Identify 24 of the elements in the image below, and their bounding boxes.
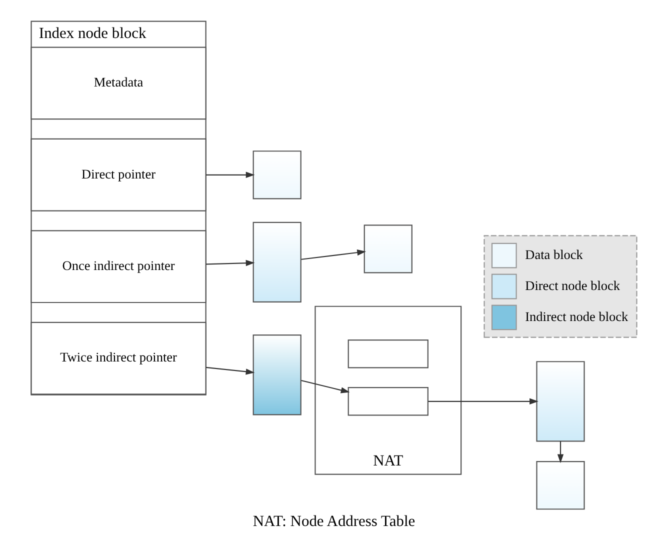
node-box: Metadata bbox=[30, 46, 206, 120]
caption: NAT: Node Address Table bbox=[252, 512, 415, 530]
arrow bbox=[206, 172, 254, 178]
node-box bbox=[347, 340, 428, 368]
node-box bbox=[363, 224, 412, 274]
arrow bbox=[300, 249, 366, 260]
node-box bbox=[536, 361, 584, 442]
arrow bbox=[556, 441, 564, 464]
legend-label: Direct node block bbox=[524, 278, 620, 293]
cluster: NAT bbox=[314, 306, 462, 475]
legend-label: Indirect node block bbox=[524, 308, 628, 324]
node-box: Twice indirect pointer bbox=[30, 322, 206, 395]
node-box: Once indirect pointer bbox=[30, 230, 206, 304]
arrow bbox=[206, 260, 254, 266]
node-box bbox=[536, 461, 584, 510]
arrow bbox=[428, 398, 538, 404]
node-box bbox=[252, 334, 301, 416]
arrow bbox=[300, 380, 350, 394]
node-box bbox=[252, 222, 301, 302]
legend-label: Data block bbox=[524, 246, 582, 262]
node-box: Direct pointer bbox=[30, 138, 206, 212]
arrow bbox=[206, 366, 254, 375]
node-box bbox=[347, 387, 428, 416]
node-box bbox=[252, 150, 301, 200]
